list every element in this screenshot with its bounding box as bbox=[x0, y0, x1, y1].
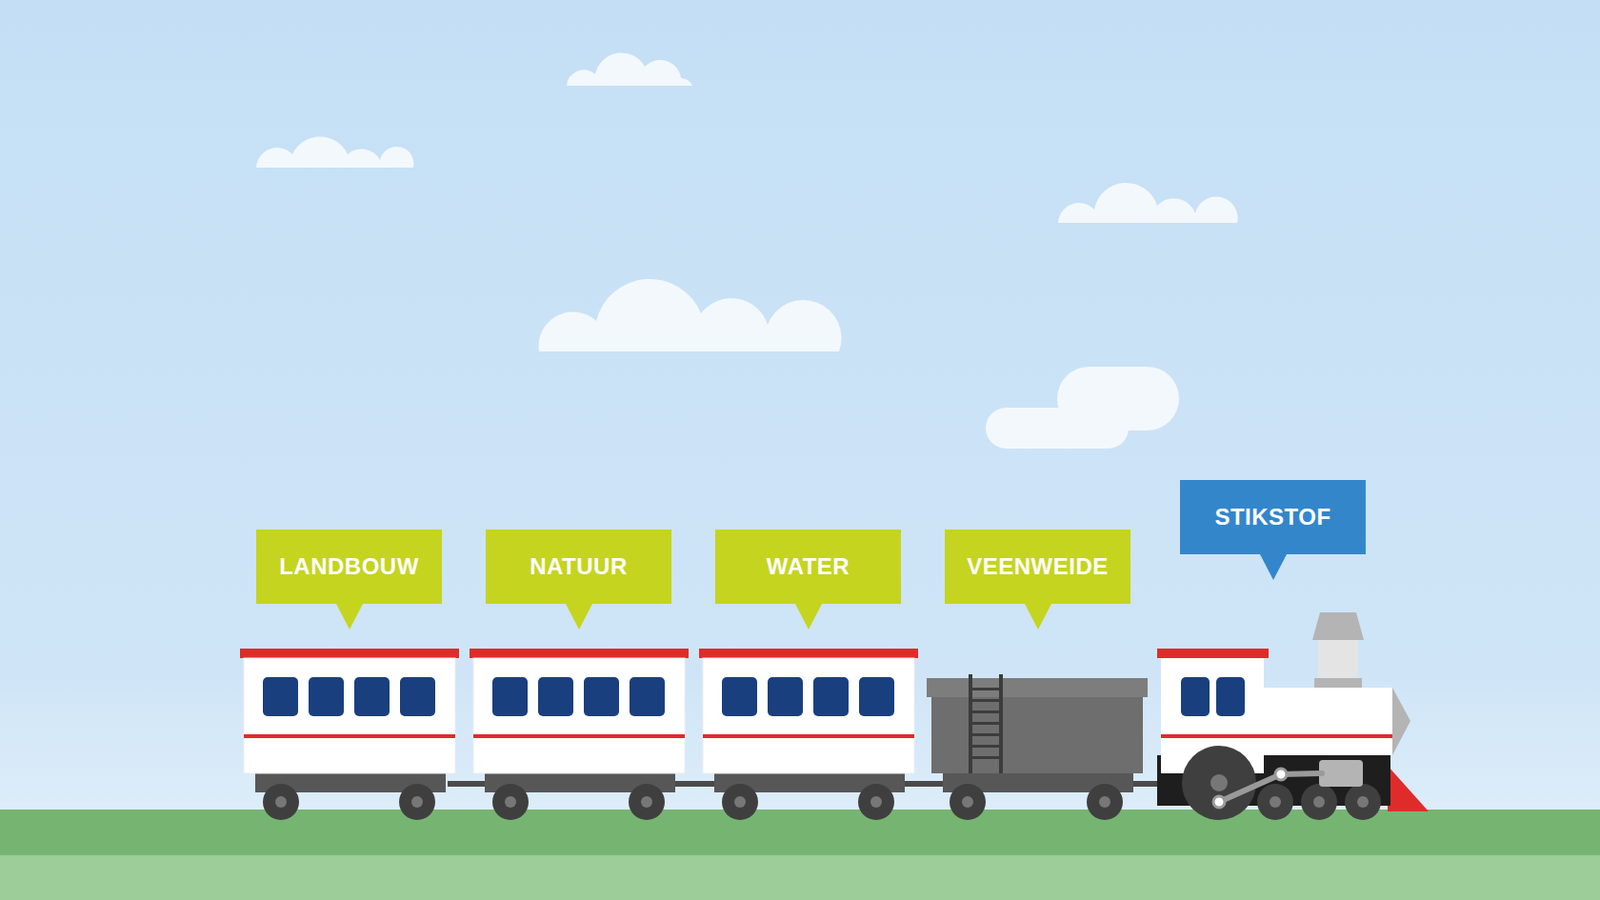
callout-bubble: NATUUR bbox=[485, 529, 672, 604]
callout-pointer bbox=[336, 603, 363, 630]
callout-bubble: VEENWEIDE bbox=[944, 529, 1131, 604]
callout-label: NATUUR bbox=[529, 555, 628, 579]
grass-lower bbox=[0, 855, 1600, 900]
callout-bubble: STIKSTOF bbox=[1180, 480, 1366, 555]
callout-label: VEENWEIDE bbox=[966, 555, 1109, 579]
callout-label: STIKSTOF bbox=[1214, 505, 1331, 529]
freight-wagon bbox=[926, 674, 1148, 820]
callout-label: LANDBOUW bbox=[279, 555, 420, 579]
coach bbox=[699, 648, 919, 820]
callout-pointer bbox=[1024, 603, 1052, 630]
callout-pointer bbox=[1260, 554, 1287, 580]
coach bbox=[240, 648, 460, 820]
locomotive bbox=[1157, 612, 1429, 820]
callout-pointer bbox=[565, 603, 593, 630]
callout-bubble: WATER bbox=[715, 529, 901, 604]
clouds bbox=[256, 52, 1239, 449]
coach bbox=[469, 648, 689, 820]
callout-bubble: LANDBOUW bbox=[256, 529, 442, 604]
callout-pointer bbox=[795, 603, 822, 630]
callout-label: WATER bbox=[766, 555, 850, 579]
